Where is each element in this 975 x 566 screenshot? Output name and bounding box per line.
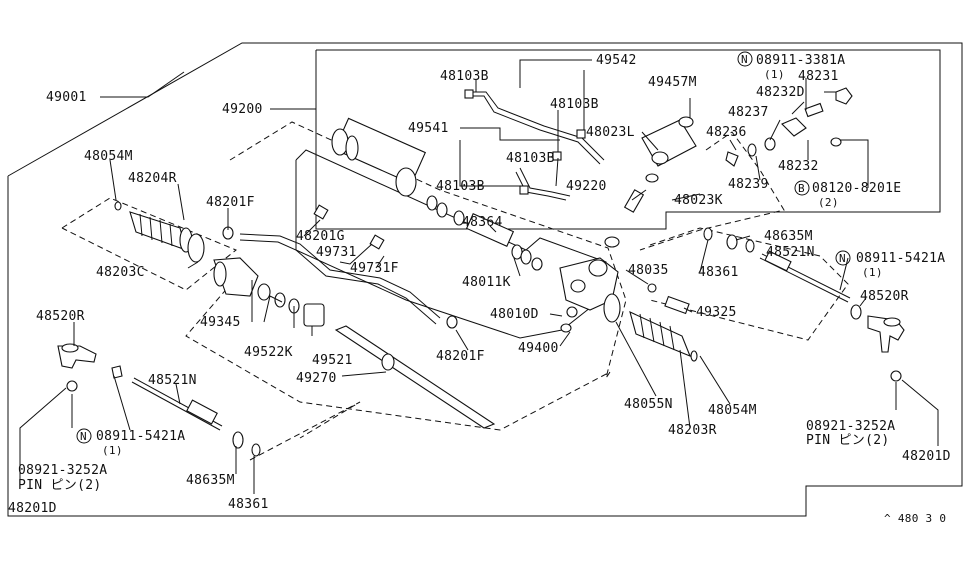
label-48201D-a: 48201D xyxy=(8,501,57,516)
marker-B: B xyxy=(798,182,805,195)
label-48361-b: 48361 xyxy=(228,497,269,512)
label-48520R-a: 48520R xyxy=(860,289,909,304)
label-48201F-b: 48201F xyxy=(436,349,485,364)
left-tie-rod-end xyxy=(57,343,97,392)
leader-lines xyxy=(19,59,939,494)
label-49270: 49270 xyxy=(296,371,337,386)
dashed-outline-left-end xyxy=(249,401,361,461)
label-49521: 49521 xyxy=(312,353,353,368)
label-48236: 48236 xyxy=(706,125,747,140)
label-48203C: 48203C xyxy=(96,265,145,280)
label-48203R: 48203R xyxy=(668,423,717,438)
label-08911-3381A: 08911-3381A xyxy=(756,53,845,68)
label-48521N-b: 48521N xyxy=(148,373,197,388)
assembly-frame-49200 xyxy=(315,49,941,230)
right-boot xyxy=(603,293,698,362)
marker-N-1: N xyxy=(741,53,748,66)
label-48103B-d: 48103B xyxy=(436,179,485,194)
label-48055N: 48055N xyxy=(624,397,673,412)
label-48010D: 48010D xyxy=(490,307,539,322)
control-valve xyxy=(604,116,697,248)
label-08921-3252A-b: 08921-3252A xyxy=(806,419,895,434)
label-48521N-a: 48521N xyxy=(766,245,815,260)
label-48232D: 48232D xyxy=(756,85,805,100)
label-49325: 49325 xyxy=(696,305,737,320)
label-49001: 49001 xyxy=(46,90,87,105)
label-08911-5421A-a: 08911-5421A xyxy=(856,251,945,266)
label-49345: 49345 xyxy=(200,315,241,330)
label-49400: 49400 xyxy=(518,341,559,356)
label-48103B-b: 48103B xyxy=(550,97,599,112)
label-49542: 49542 xyxy=(596,53,637,68)
label-48023K: 48023K xyxy=(674,193,723,208)
label-48635M-b: 48635M xyxy=(186,473,235,488)
label-pin-a: PIN ピン(2) xyxy=(18,478,102,493)
seal-rings xyxy=(426,195,543,271)
rack-tube-49270 xyxy=(334,325,496,429)
label-49541: 49541 xyxy=(408,121,449,136)
label-48023L: 48023L xyxy=(586,125,635,140)
breather-tube xyxy=(222,204,458,329)
dashed-outline-valve xyxy=(639,131,785,251)
circle-markers xyxy=(76,51,851,444)
dashed-outline-right-end xyxy=(649,227,849,341)
label-48232: 48232 xyxy=(778,159,819,174)
marker-N-2: N xyxy=(839,252,846,265)
label-48035: 48035 xyxy=(628,263,669,278)
label-48103B-a: 48103B xyxy=(440,69,489,84)
label-48011K: 48011K xyxy=(462,275,511,290)
right-tie-rod xyxy=(703,227,862,320)
dashed-outline-left-boot xyxy=(61,197,237,291)
label-48201G: 48201G xyxy=(296,229,345,244)
power-cylinder xyxy=(331,117,427,197)
label-48364: 48364 xyxy=(462,215,503,230)
label-48201F-a: 48201F xyxy=(206,195,255,210)
label-08921-3252A-a: 08921-3252A xyxy=(18,463,107,478)
label-48239: 48239 xyxy=(728,177,769,192)
left-tie-rod xyxy=(111,365,261,457)
label-pin-b: PIN ピン(2) xyxy=(806,433,890,448)
label-48520R-b: 48520R xyxy=(36,309,85,324)
label-49200: 49200 xyxy=(222,102,263,117)
rack-bushing-48364 xyxy=(465,213,515,247)
label-48054M-b: 48054M xyxy=(708,403,757,418)
marker-N-3: N xyxy=(80,430,87,443)
left-boot xyxy=(114,201,205,263)
valve-fittings xyxy=(725,87,853,167)
label-48237: 48237 xyxy=(728,105,769,120)
label-48231: 48231 xyxy=(798,69,839,84)
label-48201D-b: 48201D xyxy=(902,449,951,464)
label-49220: 49220 xyxy=(566,179,607,194)
label-48103B-c: 48103B xyxy=(506,151,555,166)
label-49731F: 49731F xyxy=(350,261,399,276)
left-rack-end xyxy=(213,257,325,327)
right-adjuster xyxy=(560,283,690,333)
label-48635M-a: 48635M xyxy=(764,229,813,244)
label-48054M-a: 48054M xyxy=(84,149,133,164)
label-08120-8201E-qty: (2) xyxy=(818,196,839,209)
label-48361-a: 48361 xyxy=(698,265,739,280)
label-48204R: 48204R xyxy=(128,171,177,186)
pressure-pipes xyxy=(464,89,605,201)
label-08911-5421A-b: 08911-5421A xyxy=(96,429,185,444)
label-08911-5421A-a-qty: (1) xyxy=(862,266,883,279)
label-49522K: 49522K xyxy=(244,345,293,360)
figure-code: ^ 480 3 0 xyxy=(884,512,946,525)
label-08120-8201E: 08120-8201E xyxy=(812,181,901,196)
label-08911-3381A-qty: (1) xyxy=(764,68,785,81)
label-49457M: 49457M xyxy=(648,75,697,90)
label-49731: 49731 xyxy=(316,245,357,260)
right-tie-rod-end xyxy=(867,315,905,382)
label-08911-5421A-b-qty: (1) xyxy=(102,444,123,457)
assembly-frame-49001 xyxy=(7,42,963,517)
